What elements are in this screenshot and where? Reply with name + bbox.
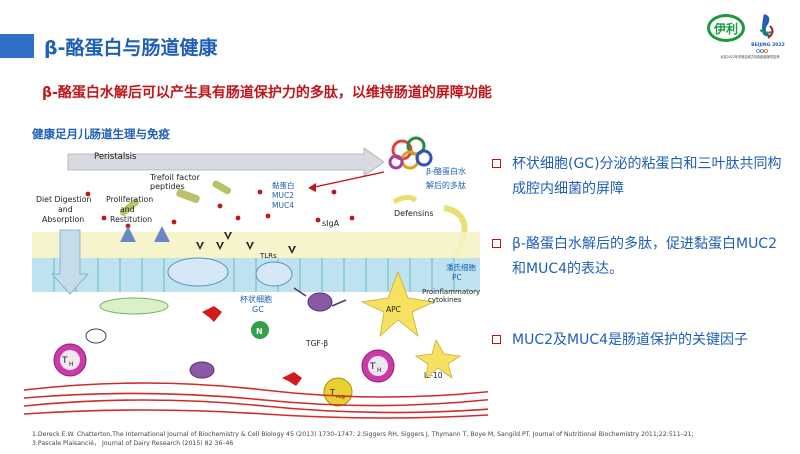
yili-logo: 伊利 (707, 14, 745, 42)
siga-label: sIgA (322, 219, 340, 228)
goblet-cell (167, 257, 229, 287)
olympic-text: BEIJING 2022 (751, 42, 785, 48)
il10-label: IL-10 (424, 371, 443, 380)
olympic-caption: 北京2022年冬奥会官方乳制品独家供应商 (720, 54, 779, 59)
pc-label: PC (452, 273, 462, 282)
goblet-cell-label: 杯状细胞 (240, 294, 272, 304)
th-label-1: T (61, 356, 68, 366)
reference-line-1: 1.Dereck E.W. Chatterton,The Internation… (32, 431, 694, 438)
absorption-arrow (51, 229, 89, 295)
page-title: β-酪蛋白与肠道健康 (44, 37, 218, 59)
tgf-label: TGF-β (305, 339, 328, 348)
muc2-label: MUC2 (272, 191, 294, 200)
n-label: N (256, 327, 263, 336)
treg-cell (323, 377, 353, 407)
tlr-receptors (196, 232, 296, 254)
apc-label: APC (386, 305, 401, 314)
defensins-label: Defensins (394, 209, 434, 218)
treg-sub: reg (336, 394, 345, 400)
gc-label: GC (252, 305, 264, 314)
red-cell-1 (202, 306, 222, 322)
neutrophil-cell (251, 321, 269, 339)
page-subtitle: β-酪蛋白水解后可以产生具有肠道保护力的多肽，以维持肠道的屏障功能 (42, 85, 492, 101)
reference-line-2: 3.Pascale Plaisancié， Journal of Dairy R… (32, 440, 234, 447)
peristalsis-arrow (67, 147, 385, 177)
cytokine-cell (414, 338, 462, 379)
th-sub-2: H (377, 367, 382, 374)
brand-text: 伊利 (713, 21, 738, 36)
beta-casein-peptide-cluster (388, 136, 433, 170)
treg-label: T (329, 388, 335, 397)
muc4-label: MUC4 (272, 201, 294, 210)
bullet-marker (492, 159, 501, 168)
lamina-cell (99, 297, 169, 315)
trefoil-label-1: Trefoil factor (149, 173, 201, 182)
peristalsis-label: Peristalsis (94, 152, 137, 162)
proliferation-label-2: and (120, 205, 135, 214)
proinflammatory-label-2: cytokines (428, 296, 462, 304)
references: 1.Dereck E.W. Chatterton,The Internation… (32, 430, 694, 448)
proliferation-label-3: Restitution (110, 215, 152, 224)
peptide-to-mucin-arrow (309, 171, 385, 189)
gut-diagram: Peristalsis β-酪蛋白水 解后的多肽 Trefoil factor … (24, 136, 488, 419)
bullet-marker (492, 239, 501, 248)
beta-peptide-label-1: β-酪蛋白水 (426, 166, 466, 176)
proinflammatory-label-1: Proinflammatory (422, 288, 480, 296)
beijing-2022-emblem: BEIJING 2022 (751, 14, 785, 53)
muscle-layer (24, 382, 488, 419)
title-accent-bar (0, 34, 34, 58)
mucin-label: 黏蛋白 (272, 180, 295, 190)
bullet-text-3: MUC2及MUC4是肠道保护的关键因子 (512, 332, 749, 348)
diet-label-3: Absorption (42, 215, 84, 224)
mucus-layer (32, 232, 480, 262)
th-label-2: T (369, 362, 376, 372)
diet-label-2: and (58, 205, 73, 214)
beta-peptide-label-2: 解后的多肽 (426, 180, 466, 190)
trefoil-label-2: peptides (150, 182, 185, 191)
sponsor-logos: 伊利 BEIJING 2022 北京2022年冬奥会官方乳制品独家供应商 (707, 14, 785, 59)
proliferation-label-1: Proliferation (106, 195, 153, 204)
bullet-text-1: 杯状细胞(GC)分泌的粘蛋白和三叶肽共同构成腔内细菌的屏障 (512, 156, 782, 197)
figure-title: 健康足月儿肠道生理与免疫 (32, 127, 170, 141)
apc-cell (360, 270, 436, 338)
paneth-cell-label: 潘氏细胞 (446, 262, 476, 272)
dendritic-cell (307, 292, 333, 312)
diet-label-1: Diet Digestion (36, 195, 91, 204)
th-sub-1: H (69, 361, 74, 368)
tlrs-label: TLRs (259, 252, 277, 260)
gut-physiology-figure: Peristalsis β-酪蛋白水 解后的多肽 Trefoil factor … (24, 122, 488, 420)
bullet-text-2: β-酪蛋白水解后的多肽，促进黏蛋白MUC2和MUC4的表达。 (512, 236, 777, 277)
bullet-marker (492, 335, 501, 344)
